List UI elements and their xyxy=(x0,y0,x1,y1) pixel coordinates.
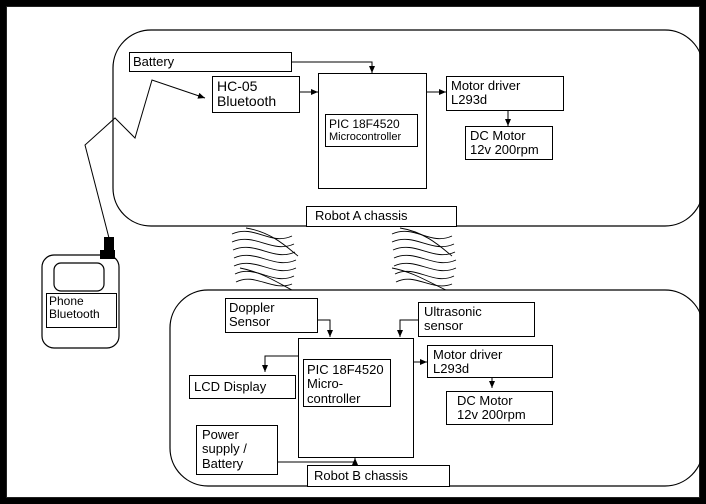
battery-box: Battery xyxy=(129,52,292,72)
dc-motor-a-box: DC Motor 12v 200rpm xyxy=(465,126,553,160)
dc-motor-b-spec: 12v 200rpm xyxy=(457,407,526,423)
mcu-to-lcd-line xyxy=(262,355,298,372)
phone-label: Phone xyxy=(49,294,84,308)
wireless-link xyxy=(84,79,206,239)
dc-motor-a-label: DC Motor xyxy=(470,128,526,143)
phone-antenna-icon xyxy=(104,237,114,259)
robot-a-chassis-label: Robot A chassis xyxy=(306,206,457,227)
motor-driver-a-label: Motor driver xyxy=(451,78,521,93)
mcu-b-part-label: PIC 18F4520 xyxy=(307,362,384,377)
power-label: Power xyxy=(202,427,239,442)
phone-antenna-base xyxy=(100,250,115,259)
mcu-b-type-label-2: controller xyxy=(307,390,361,406)
dc-motor-b-label: DC Motor xyxy=(457,393,513,408)
wireless-waves-left xyxy=(231,227,299,291)
motor-driver-b-model: L293d xyxy=(433,361,470,377)
robot-b-chassis-label: Robot B chassis xyxy=(307,465,450,487)
doppler-to-mcu-line xyxy=(318,319,333,337)
mcu-b-type-label-1: Micro- xyxy=(307,376,344,392)
lcd-display-box: LCD Display xyxy=(189,375,296,399)
mcu-a-type-label: Microcontroller xyxy=(329,131,402,144)
phone-label-box: Phone Bluetooth xyxy=(46,293,117,328)
ultrasonic-sensor-box: Ultrasonic sensor xyxy=(418,302,535,337)
motor-driver-a-model: L293d xyxy=(451,92,488,108)
dc-motor-b-box: DC Motor 12v 200rpm xyxy=(446,391,553,425)
power-supply-box: Power supply / Battery xyxy=(196,425,278,475)
battery-to-mcu-line xyxy=(292,61,375,73)
lcd-display-label: LCD Display xyxy=(194,379,267,394)
motor-driver-b-label: Motor driver xyxy=(433,347,503,362)
bluetooth-label: Bluetooth xyxy=(217,93,277,110)
dc-motor-a-spec: 12v 200rpm xyxy=(470,142,539,158)
supply-label: supply / xyxy=(202,441,247,457)
ultrasonic-to-mcu-line xyxy=(397,319,418,337)
mcu-b-label-box: PIC 18F4520 Micro- controller xyxy=(303,359,391,407)
mcu-a-label-box: PIC 18F4520 Microcontroller xyxy=(325,114,418,147)
motor-driver-b-box: Motor driver L293d xyxy=(427,345,553,378)
hc05-label: HC-05 xyxy=(217,78,258,94)
motor-driver-a-box: Motor driver L293d xyxy=(446,76,564,111)
doppler-sensor-label: Sensor xyxy=(229,314,271,330)
power-to-mcu-line xyxy=(278,458,358,465)
hc05-bluetooth-box: HC-05 Bluetooth xyxy=(212,76,300,113)
wireless-waves-right xyxy=(391,227,457,291)
phone-bluetooth-label: Bluetooth xyxy=(49,307,100,322)
doppler-sensor-box: Doppler Sensor xyxy=(225,298,318,333)
battery-label: Battery xyxy=(133,54,175,69)
battery-b-label: Battery xyxy=(202,455,244,471)
ultrasonic-label: Ultrasonic xyxy=(424,304,482,319)
phone-screen xyxy=(53,262,105,292)
ultrasonic-sensor-label: sensor xyxy=(424,318,464,334)
doppler-label: Doppler xyxy=(229,300,275,315)
mcu-a-part-label: PIC 18F4520 xyxy=(329,117,400,131)
